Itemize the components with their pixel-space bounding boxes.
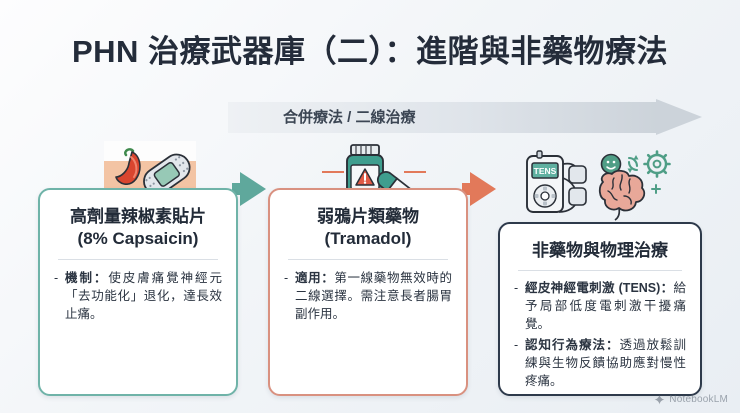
card-tramadol-divider — [288, 258, 448, 260]
card-capsaicin-title: 高劑量辣椒素貼片 (8% Capsaicin) — [54, 206, 222, 250]
watermark-label: NotebookLM — [669, 394, 728, 405]
card-nonpharm-inner: 非藥物與物理治療 經皮神經電刺激 (TENS)：給予局部低度電刺激干擾痛覺。 認… — [500, 224, 700, 394]
tens-device-brain-icon: TENS — [519, 138, 694, 222]
list-item: 機制：使皮膚痛覺神經元「去功能化」退化，達長效止痛。 — [54, 269, 222, 323]
list-item: 適用：第一線藥物無效時的二線選擇。需注意長者腸胃副作用。 — [284, 269, 452, 323]
bullet-text: 給予局部低度電刺激干擾痛覺。 — [525, 280, 686, 331]
card-capsaicin-divider — [58, 258, 218, 260]
list-item: 經皮神經電刺激 (TENS)：給予局部低度電刺激干擾痛覺。 — [514, 279, 686, 333]
card-tramadol-title-line1: 弱鴉片類藥物 — [317, 207, 419, 226]
bullet-lead: 機制： — [65, 270, 109, 285]
notebooklm-logo-icon — [654, 394, 665, 405]
card-capsaicin: 高劑量辣椒素貼片 (8% Capsaicin) 機制：使皮膚痛覺神經元「去功能化… — [38, 188, 238, 396]
card-capsaicin-inner: 高劑量辣椒素貼片 (8% Capsaicin) 機制：使皮膚痛覺神經元「去功能化… — [40, 190, 236, 394]
page-title: PHN 治療武器庫（二）：進階與非藥物療法 — [71, 34, 669, 69]
phase-banner: 合併療法 / 二線治療 — [228, 99, 702, 136]
svg-text:TENS: TENS — [534, 166, 557, 176]
card-nonpharm: 非藥物與物理治療 經皮神經電刺激 (TENS)：給予局部低度電刺激干擾痛覺。 認… — [498, 222, 702, 396]
card-nonpharm-title-line1: 非藥物與物理治療 — [532, 241, 668, 260]
flow-arrow-tramadol-to-nonpharm-icon — [470, 172, 496, 206]
card-capsaicin-title-line2: (8% Capsaicin) — [77, 228, 199, 248]
card-nonpharm-divider — [518, 269, 682, 271]
bullet-lead: 適用： — [295, 270, 335, 285]
flow-arrow-capsaicin-to-tramadol-icon — [240, 172, 266, 206]
card-capsaicin-bullets: 機制：使皮膚痛覺神經元「去功能化」退化，達長效止痛。 — [54, 269, 222, 323]
chili-pepper-patch-icon — [96, 141, 204, 203]
card-tramadol: 弱鴉片類藥物 (Tramadol) 適用：第一線藥物無效時的二線選擇。需注意長者… — [268, 188, 468, 396]
bullet-lead: 經皮神經電刺激 (TENS)： — [525, 280, 674, 295]
bullet-text: 透過放鬆訓練與生物反饋協助應對慢性疼痛。 — [525, 338, 686, 389]
card-tramadol-inner: 弱鴉片類藥物 (Tramadol) 適用：第一線藥物無效時的二線選擇。需注意長者… — [270, 190, 466, 394]
bullet-text: 使皮膚痛覺神經元「去功能化」退化，達長效止痛。 — [65, 270, 222, 321]
bullet-text: 第一線藥物無效時的二線選擇。需注意長者腸胃副作用。 — [295, 270, 452, 321]
card-tramadol-title-line2: (Tramadol) — [324, 228, 412, 248]
card-tramadol-bullets: 適用：第一線藥物無效時的二線選擇。需注意長者腸胃副作用。 — [284, 269, 452, 323]
banner-label: 合併療法 / 二線治療 — [283, 109, 416, 126]
card-tramadol-title: 弱鴉片類藥物 (Tramadol) — [284, 206, 452, 250]
banner-body — [228, 102, 658, 133]
card-nonpharm-title: 非藥物與物理治療 — [514, 240, 686, 262]
watermark: NotebookLM — [654, 394, 728, 405]
list-item: 認知行為療法：透過放鬆訓練與生物反饋協助應對慢性疼痛。 — [514, 336, 686, 390]
card-nonpharm-bullets: 經皮神經電刺激 (TENS)：給予局部低度電刺激干擾痛覺。 認知行為療法：透過放… — [514, 279, 686, 391]
bullet-lead: 認知行為療法： — [525, 338, 620, 353]
banner-arrowhead-icon — [656, 99, 702, 135]
card-capsaicin-title-line1: 高劑量辣椒素貼片 — [70, 207, 206, 226]
